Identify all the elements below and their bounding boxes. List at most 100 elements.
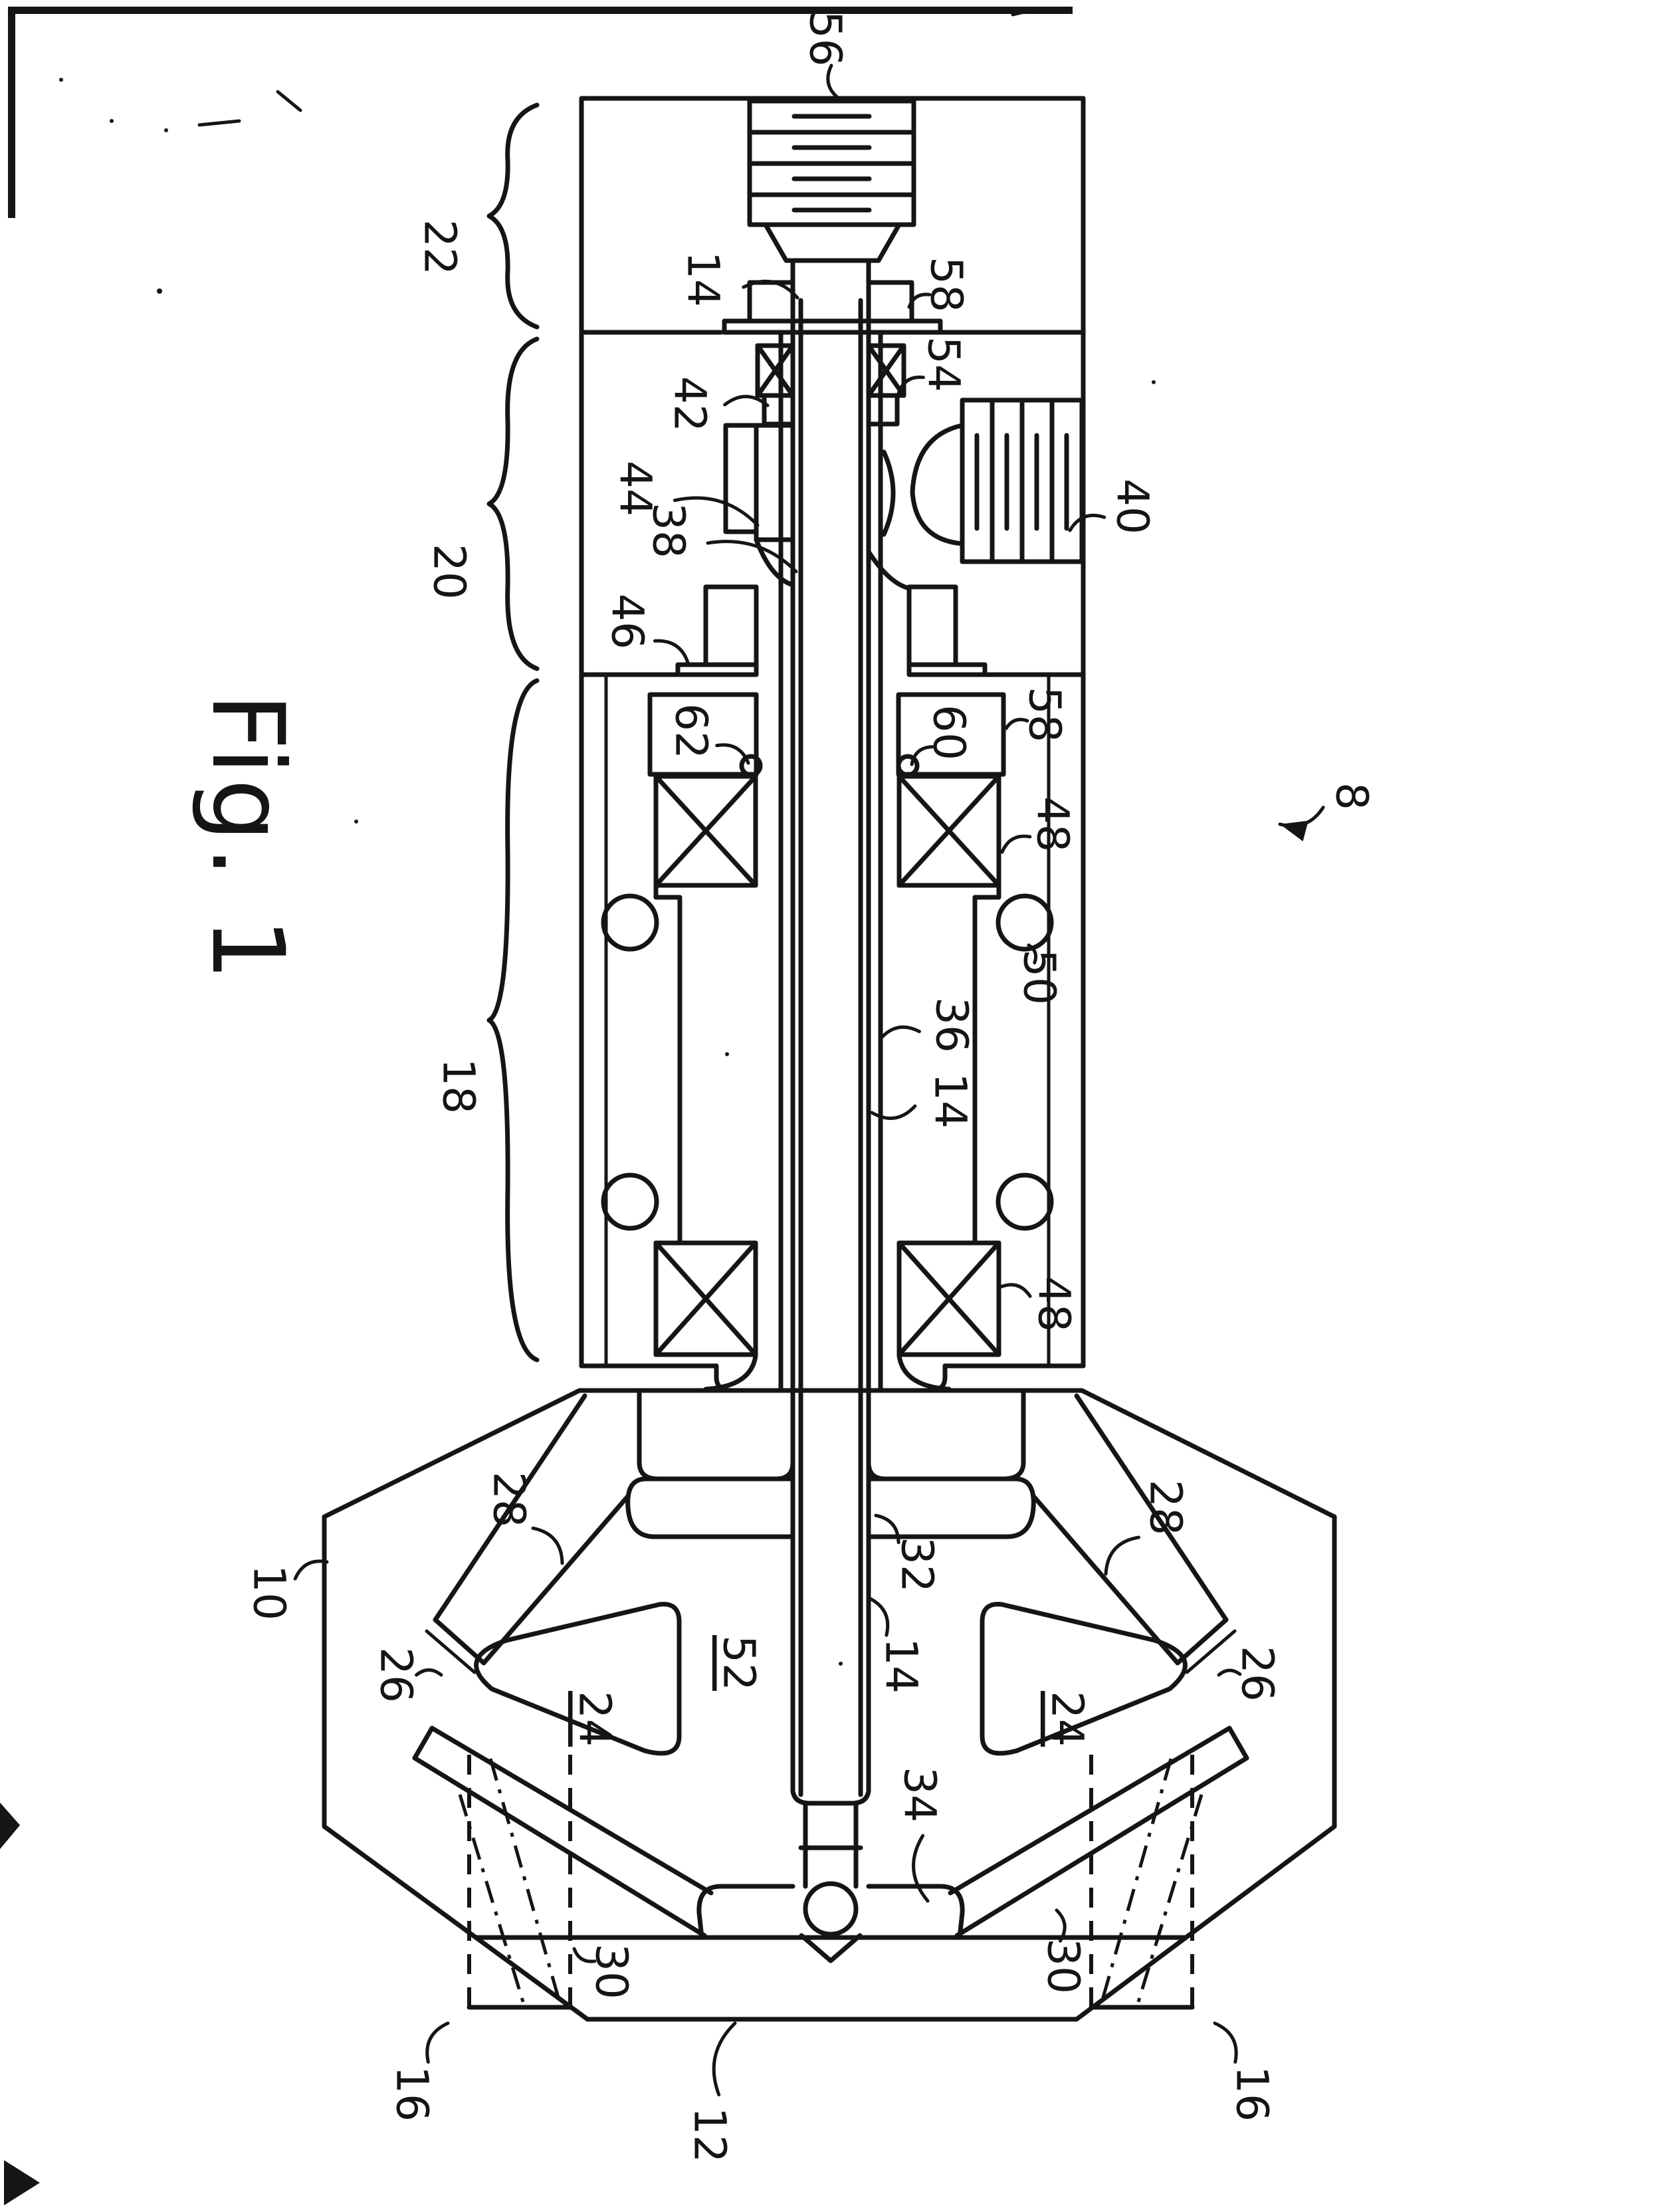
ref-20-group: 20 <box>424 544 475 600</box>
ref-42-leader <box>723 395 770 407</box>
ref-50-group: 50 <box>1014 943 1065 1005</box>
ref-16-right-leader <box>1213 2021 1238 2064</box>
ref-30-left: 30 <box>586 1943 637 1999</box>
ref-40: 40 <box>1107 479 1158 534</box>
ref-16-left-leader <box>425 2021 450 2064</box>
ref-10-leader <box>293 1559 329 1581</box>
ref-46: 46 <box>602 594 653 649</box>
ref-62: 62 <box>666 703 717 759</box>
ref-32-group: 32 <box>874 1513 943 1593</box>
bracket-18 <box>486 678 540 1363</box>
ref-28-left-leader <box>531 1526 564 1565</box>
ref-8-arrowhead <box>1280 820 1309 841</box>
motor-block <box>910 397 1085 564</box>
ref-40-group: 40 <box>1068 479 1158 534</box>
ref-14-top-group: 14 <box>678 251 799 307</box>
ref-26-left-leader <box>415 1668 443 1677</box>
ref-26-left: 26 <box>371 1647 422 1703</box>
ref-8-group: 8 <box>1278 782 1378 841</box>
ref-28-right-leader <box>1104 1535 1140 1576</box>
ref-42-group: 42 <box>665 376 770 432</box>
ref-52-group: 52 <box>714 1635 765 1691</box>
ref-42: 42 <box>665 376 716 432</box>
ref-58-top-leader <box>907 292 932 309</box>
housing-outline <box>579 96 1086 1369</box>
ref-58-mid-leader <box>1004 718 1029 730</box>
ref-60: 60 <box>924 705 975 760</box>
ref-58-mid: 58 <box>1019 687 1071 742</box>
ref-24-left-group: 24 <box>570 1691 621 1747</box>
ref-14-low-group: 14 <box>867 1596 927 1694</box>
ref-16-left-group: 16 <box>387 2021 450 2122</box>
ref-54-group: 54 <box>896 336 970 395</box>
ref-18: 18 <box>433 1058 484 1114</box>
ref-58-top-group: 58 <box>907 257 972 312</box>
ref-14-mid-group: 14 <box>870 1073 976 1129</box>
ref-16-left: 16 <box>387 2066 438 2122</box>
ref-36-leader <box>878 1025 921 1042</box>
ref-50: 50 <box>1014 949 1065 1005</box>
mid-section-steps <box>675 584 988 677</box>
ref-26-right: 26 <box>1232 1646 1283 1702</box>
ref-56-leader <box>826 64 841 100</box>
clamp-arms <box>412 1393 1249 1938</box>
ref-16-right-group: 16 <box>1213 2021 1278 2122</box>
ref-60-group: 60 <box>910 705 975 766</box>
ref-48-upper: 48 <box>1027 796 1079 852</box>
ref-14-top: 14 <box>678 251 729 307</box>
ref-44-group: 44 <box>610 461 760 527</box>
ref-62-group: 62 <box>666 703 750 765</box>
ref-48-lower-leader <box>999 1283 1032 1298</box>
ref-22-group: 22 <box>415 219 466 275</box>
ref-32-leader <box>874 1513 900 1545</box>
ref-54: 54 <box>918 336 970 392</box>
ref-28-left: 28 <box>484 1472 535 1527</box>
ref-36: 36 <box>926 997 978 1053</box>
ref-28-left-group: 28 <box>484 1472 564 1565</box>
ref-58-mid-group: 58 <box>1004 687 1071 742</box>
ref-44: 44 <box>610 461 661 516</box>
bracket-20 <box>486 336 540 671</box>
spindle-shaft <box>778 258 883 1889</box>
bracket-22 <box>486 102 540 330</box>
ref-28-right: 28 <box>1140 1480 1192 1535</box>
ref-40-leader <box>1068 513 1106 532</box>
ref-34: 34 <box>894 1767 946 1823</box>
ref-38: 38 <box>643 502 694 558</box>
ref-24-left: 24 <box>570 1691 621 1747</box>
ref-30-left-group: 30 <box>572 1943 637 1999</box>
ref-16-right: 16 <box>1227 2066 1278 2122</box>
ref-30-right-group: 30 <box>1038 1908 1089 1994</box>
ref-18-group: 18 <box>433 1058 484 1114</box>
ref-10-group: 10 <box>244 1559 329 1620</box>
ref-32: 32 <box>892 1537 943 1593</box>
ref-36-group: 36 <box>878 997 978 1053</box>
ref-60-leader <box>910 745 934 766</box>
ref-14-low: 14 <box>876 1638 927 1694</box>
quill-housing <box>723 423 912 591</box>
drawbar-stack <box>747 98 916 263</box>
ref-10: 10 <box>244 1565 295 1620</box>
ref-48-lower: 48 <box>1029 1276 1080 1332</box>
ref-12-group: 12 <box>684 2021 737 2163</box>
clamp-head <box>322 1388 1337 2022</box>
lower-collar-screw <box>696 1845 965 1963</box>
ref-44-leader <box>673 496 760 527</box>
ref-30-left-leader <box>572 1947 597 1963</box>
ref-12-leader <box>712 2021 737 2097</box>
clamp-jaws <box>474 1602 1188 1756</box>
ref-58-top: 58 <box>921 257 972 312</box>
ref-50-leader <box>1027 943 1038 964</box>
ref-56-group: 56 <box>800 11 851 100</box>
ref-26-right-group: 26 <box>1217 1646 1283 1702</box>
ref-30-right-leader <box>1055 1908 1067 1943</box>
ref-52: 52 <box>714 1635 765 1691</box>
ref-34-group: 34 <box>894 1767 946 1903</box>
ref-14-mid: 14 <box>925 1073 976 1129</box>
ref-28-right-group: 28 <box>1104 1480 1192 1576</box>
section-brackets <box>486 102 540 1363</box>
ref-14-mid-leader <box>870 1104 917 1120</box>
